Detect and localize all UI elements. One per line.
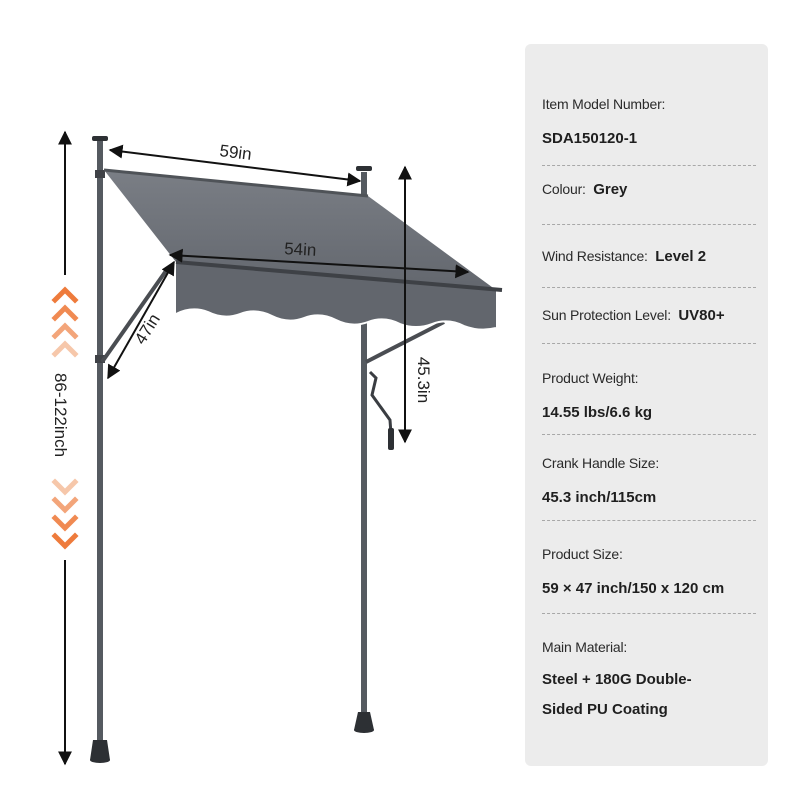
divider [542,165,756,166]
projection-arrow [107,260,175,380]
spec-label: Crank Handle Size: [542,455,660,471]
divider [542,613,756,614]
spec-value: SDA150120-1 [542,130,638,147]
spec-label: Colour: [542,181,586,197]
divider [542,520,756,521]
expand-up-chevrons-icon [51,286,79,358]
left-support-arm [100,266,170,364]
spec-value: UV80+ [678,307,725,324]
top-width-label: 59in [219,141,253,164]
right-pole [354,166,374,733]
spec-crank-handle-size: Crank Handle Size: 45.3 inch/115cm [542,455,756,513]
spec-label: Product Size: [542,546,623,562]
spec-label: Product Weight: [542,370,639,386]
divider [542,343,756,344]
spec-label: Wind Resistance: [542,248,648,264]
spec-value-line-2: Sided PU Coating [542,701,668,718]
spec-main-material: Main Material: Steel + 180G Double- Side… [542,639,756,725]
spec-sun-protection: Sun Protection Level: UV80+ [542,307,756,325]
pole-height-label: 86-122inch [51,373,70,457]
spec-label: Main Material: [542,639,628,655]
spec-product-weight: Product Weight: 14.55 lbs/6.6 kg [542,370,756,428]
awning-illustration: 59in 54in 47in 45.3in 86-122inch [51,130,503,766]
divider [542,287,756,288]
spec-value-line-1: Steel + 180G Double- [542,671,692,688]
spec-product-size: Product Size: 59 × 47 inch/150 x 120 cm [542,546,756,604]
spec-label: Sun Protection Level: [542,307,671,323]
spec-wind-resistance: Wind Resistance: Level 2 [542,248,756,266]
spec-value: Level 2 [655,248,707,265]
top-width-arrow [108,144,362,187]
crank-length-label: 45.3in [414,357,433,403]
left-pole [90,136,110,763]
spec-value: 45.3 inch/115cm [542,489,657,506]
pole-height-dimension: 86-122inch [51,130,79,766]
divider [542,434,756,435]
spec-label: Item Model Number: [542,96,666,112]
spec-value: 14.55 lbs/6.6 kg [542,404,653,421]
front-width-arrow [168,248,470,279]
spec-panel: Item Model Number: SDA150120-1 Colour: G… [525,44,768,766]
spec-colour: Colour: Grey [542,181,756,199]
crank-handle [368,370,394,450]
spec-value: Grey [593,181,628,198]
front-width-label: 54in [284,239,317,260]
divider [542,224,756,225]
expand-down-chevrons-icon [51,478,79,550]
spec-value: 59 × 47 inch/150 x 120 cm [542,580,725,597]
spec-model-number: Item Model Number: SDA150120-1 [542,96,756,154]
